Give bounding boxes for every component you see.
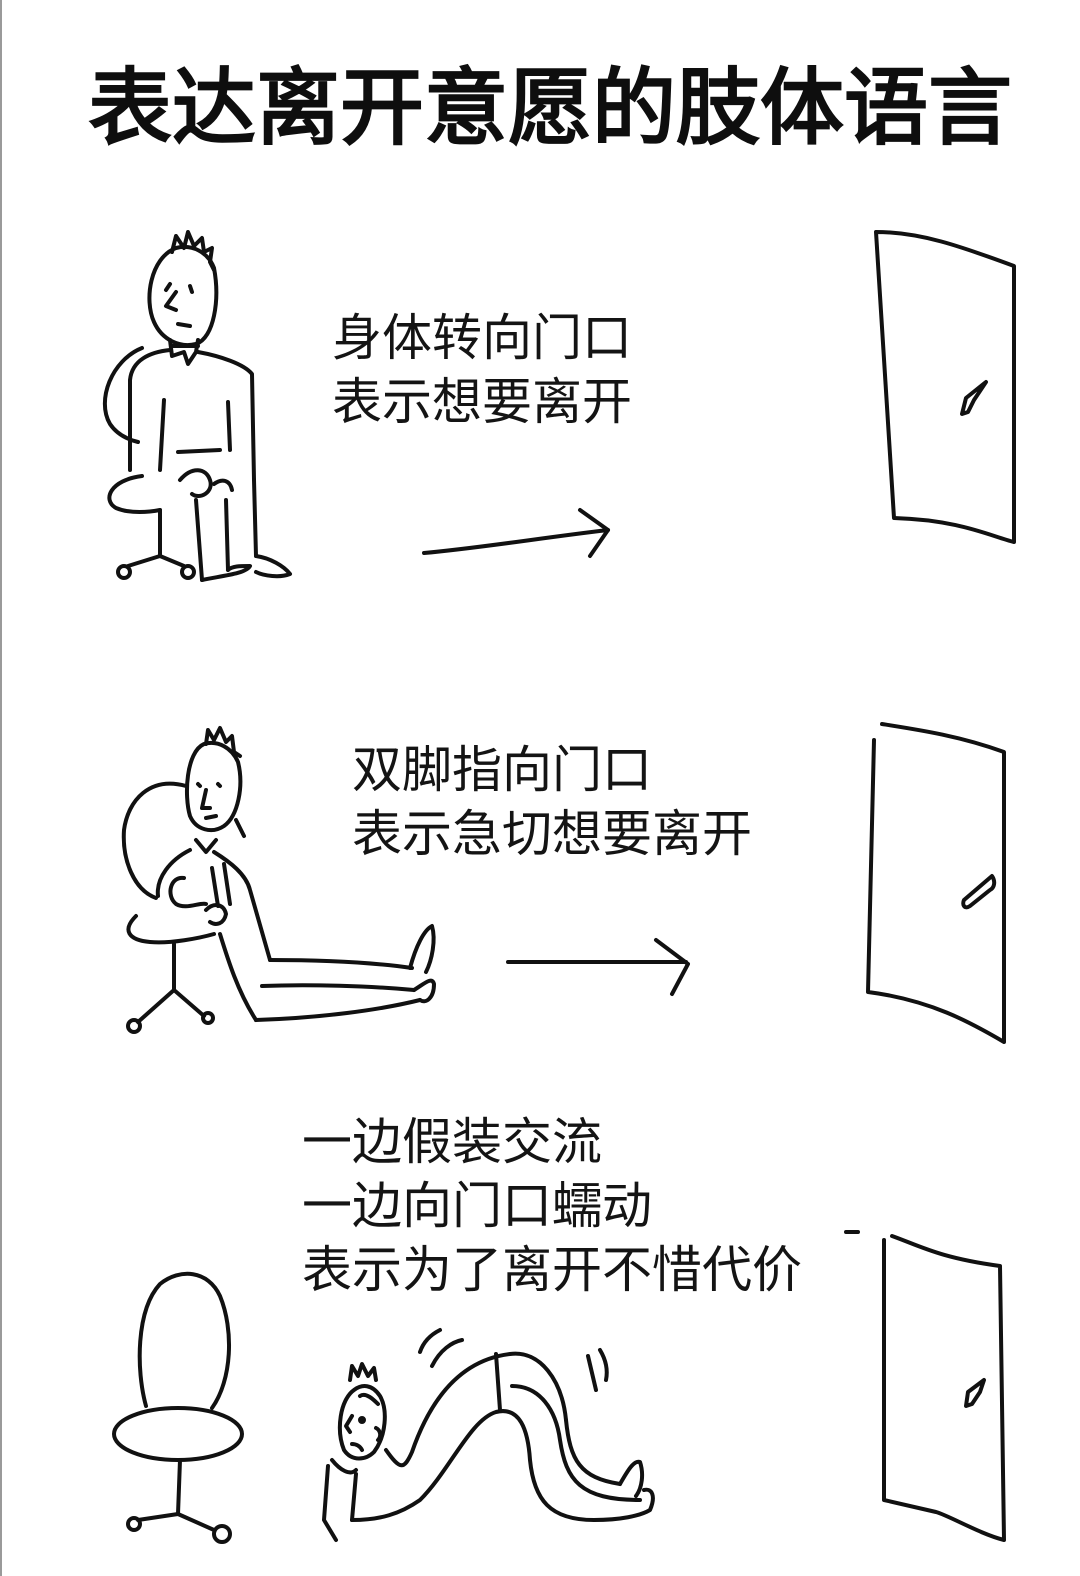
image-left-border xyxy=(0,0,2,1576)
panel-3-door-icon xyxy=(844,1230,1006,1542)
panel-1-door-icon xyxy=(874,230,1016,544)
caption-line: 表示想要离开 xyxy=(332,373,632,431)
panel-3-caption: 一边假装交流 一边向门口蠕动 表示为了离开不惜代价 xyxy=(302,1110,802,1302)
caption-line: 双脚指向门口 xyxy=(352,741,652,799)
caption-line: 表示急切想要离开 xyxy=(352,805,752,863)
page-title: 表达离开意愿的肢体语言 xyxy=(88,59,1013,157)
caption-line: 身体转向门口 xyxy=(332,309,632,367)
caption-line: 一边假装交流 xyxy=(302,1113,602,1171)
caption-line: 一边向门口蠕动 xyxy=(302,1177,652,1235)
panel-3-empty-chair-icon xyxy=(112,1271,244,1544)
caption-line: 表示为了离开不惜代价 xyxy=(302,1241,802,1299)
panel-2-arrow-icon xyxy=(506,938,690,996)
panel-2-caption: 双脚指向门口 表示急切想要离开 xyxy=(352,738,752,866)
panel-1-arrow-icon xyxy=(422,508,610,558)
panel-1-seated-person-icon xyxy=(102,230,292,582)
panel-3-crawling-person-icon xyxy=(322,1328,655,1542)
panel-2-slumped-person-icon xyxy=(121,726,436,1034)
panel-1-caption: 身体转向门口 表示想要离开 xyxy=(332,306,632,434)
panel-2-door-icon xyxy=(866,722,1006,1044)
